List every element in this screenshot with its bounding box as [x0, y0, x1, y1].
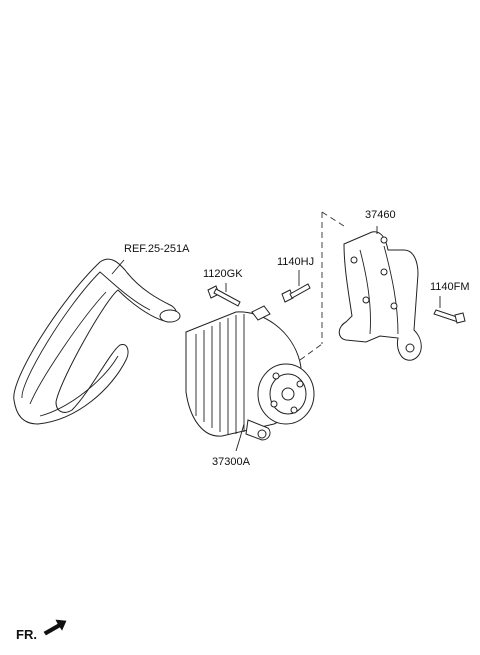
direction-arrow-icon: [43, 619, 67, 636]
label-37460: 37460: [365, 209, 396, 221]
bolt-1120gk: [207, 285, 241, 307]
label-1140hj: 1140HJ: [277, 256, 314, 268]
alternator: [185, 305, 315, 441]
drive-belt: [13, 258, 181, 425]
front-direction-indicator: FR.: [16, 619, 67, 642]
bolt-1140fm: [433, 309, 466, 324]
label-1120gk: 1120GK: [203, 268, 243, 280]
label-ref-belt: REF.25-251A: [124, 243, 190, 255]
label-fr: FR.: [16, 627, 37, 642]
assembly-lines: [299, 211, 345, 361]
label-37300a: 37300A: [212, 456, 251, 468]
label-1140fm: 1140FM: [430, 281, 470, 293]
bracket-37460: [338, 231, 422, 361]
alternator-fins: [195, 314, 245, 434]
leader-lines: [111, 226, 441, 452]
bolt-1140hj: [281, 283, 311, 303]
